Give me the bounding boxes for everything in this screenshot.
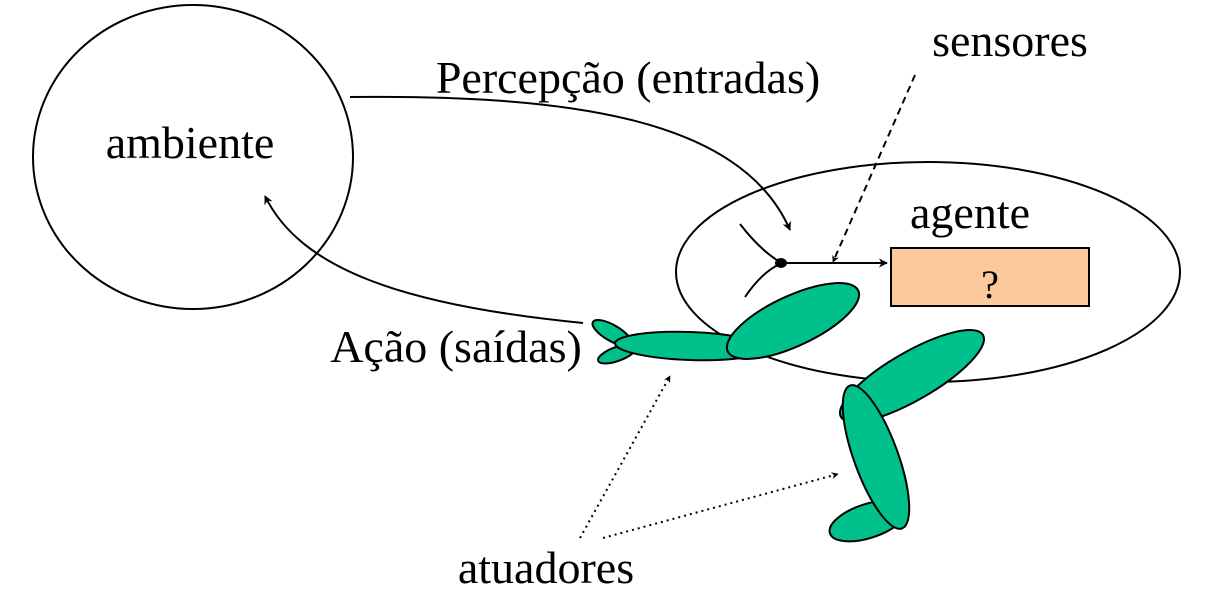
actuator-shin bbox=[841, 384, 911, 530]
agent-program-box bbox=[890, 247, 1090, 307]
sensor-node bbox=[775, 258, 787, 268]
agent-program-label: ? bbox=[981, 262, 999, 307]
action-arrow bbox=[264, 195, 584, 324]
actuators-label: atuadores bbox=[458, 542, 634, 593]
sensors-label: sensores bbox=[932, 15, 1088, 66]
environment-label: ambiente bbox=[106, 117, 275, 168]
actuators-pointer-leg bbox=[602, 472, 839, 539]
actuator-upper-arm bbox=[725, 282, 861, 360]
environment-circle bbox=[32, 4, 354, 310]
action-label: Ação (saídas) bbox=[330, 321, 582, 372]
perception-label: Percepção (entradas) bbox=[436, 52, 820, 103]
perception-arrow bbox=[349, 95, 791, 231]
sensor-curve-top bbox=[739, 223, 781, 263]
actuator-thigh bbox=[838, 329, 986, 423]
agent-label: agente bbox=[910, 187, 1030, 238]
sensors-pointer bbox=[832, 74, 916, 263]
sensor-curve-bottom bbox=[744, 263, 781, 298]
actuators-pointer-arm bbox=[579, 375, 671, 539]
